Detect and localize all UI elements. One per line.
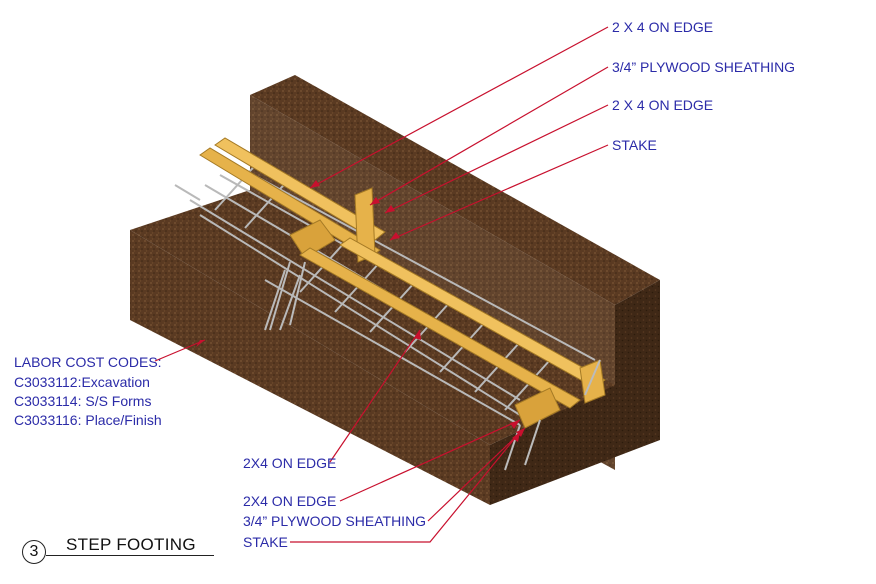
- lumber-forms: [199, 137, 606, 429]
- drawing-title: STEP FOOTING: [66, 535, 196, 554]
- arrowhead-bottom-4: [512, 432, 520, 442]
- drawing-number: 3: [22, 540, 46, 564]
- trench-floor: [130, 190, 615, 445]
- lower-form-board-1: [299, 247, 581, 409]
- callout-top-2x4-edge-1: 2 X 4 ON EDGE: [612, 19, 714, 35]
- rebar-tie-9: [504, 359, 551, 411]
- rebar-stub-2: [264, 269, 286, 331]
- rebar-tie-1: [214, 159, 261, 211]
- labor-code-place-finish: C3033116: Place/Finish: [14, 412, 162, 428]
- rebar-long-4: [234, 164, 596, 361]
- labor-code-excavation: C3033112:Excavation: [14, 374, 150, 390]
- stake-right-3: [584, 359, 601, 396]
- lower-end-block: [514, 387, 561, 429]
- leader-top-2: [369, 66, 609, 206]
- leader-top-4: [389, 144, 609, 241]
- leader-top-3: [384, 104, 609, 214]
- leader-bottom-2: [339, 419, 521, 502]
- callout-bottom-stake: STAKE: [243, 534, 288, 550]
- arrowhead-bottom-2: [510, 420, 520, 429]
- upper-bench-top: [250, 75, 660, 305]
- stake-left-1: [269, 261, 291, 331]
- arrowhead-top-3: [385, 205, 395, 213]
- leader-labor: [154, 339, 206, 362]
- leader-bottom-3: [427, 427, 526, 522]
- lower-form-board-2: [339, 237, 606, 389]
- leader-top-1: [309, 26, 609, 189]
- arrowhead-labor: [196, 340, 205, 347]
- arrowhead-top-2: [370, 197, 380, 205]
- rebar-long-1: [189, 199, 521, 401]
- title-underline: [46, 555, 214, 556]
- rebar-stub-1: [174, 184, 201, 201]
- rebar-long-5: [199, 214, 521, 416]
- callout-bottom-2x4-edge-1: 2X4 ON EDGE: [243, 455, 337, 471]
- arrowhead-bottom-3: [516, 428, 525, 437]
- callout-top-2x4-edge-2: 2 X 4 ON EDGE: [612, 97, 714, 113]
- callout-bottom-2x4-edge-2: 2X4 ON EDGE: [243, 493, 337, 509]
- rebar-stub-3: [279, 274, 301, 331]
- leader-arrowheads: [196, 180, 525, 442]
- labor-code-forms: C3033114: S/S Forms: [14, 393, 152, 409]
- arrowhead-top-4: [390, 232, 400, 240]
- callout-bottom-plywood: 3/4” PLYWOOD SHEATHING: [243, 513, 427, 529]
- leader-bottom-1: [329, 329, 421, 463]
- lower-front-face: [130, 230, 490, 505]
- rebar-long-6: [264, 279, 521, 426]
- soil-block: [130, 75, 660, 505]
- stake-right-2: [524, 419, 541, 466]
- callout-top-stake: STAKE: [612, 137, 657, 153]
- stake-left-2: [289, 261, 306, 326]
- arrowhead-bottom-1: [414, 330, 421, 340]
- right-side-face: [490, 280, 660, 505]
- leader-bottom-4: [290, 431, 521, 543]
- callout-top-plywood: 3/4” PLYWOOD SHEATHING: [612, 59, 796, 75]
- leader-lines: [154, 26, 609, 543]
- labor-codes-heading: LABOR COST CODES:: [14, 354, 162, 370]
- arrowhead-top-1: [310, 180, 320, 188]
- form-end-block: [289, 219, 336, 259]
- upper-form-board-2: [214, 137, 386, 241]
- rebar-tie-2: [244, 177, 291, 229]
- stake-post-lower: [579, 359, 606, 404]
